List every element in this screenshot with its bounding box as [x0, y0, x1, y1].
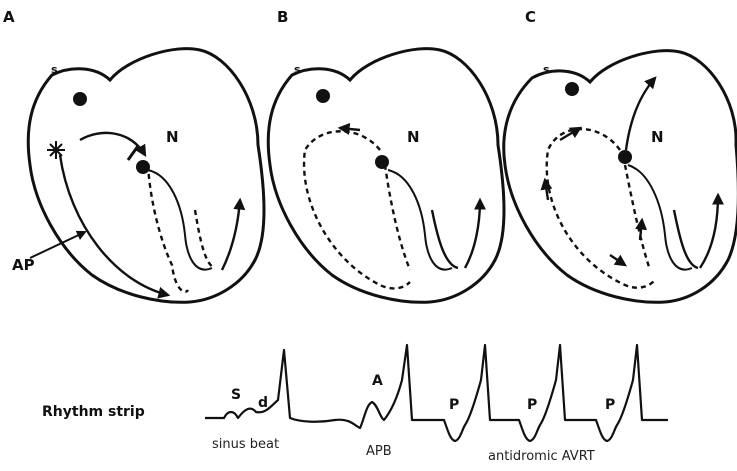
block-mark-a: [128, 146, 138, 160]
sinus-node-b: [316, 89, 330, 103]
sinus-node-a: [73, 92, 87, 106]
av-node-a: [136, 160, 150, 174]
sinus-node-c: [565, 82, 579, 96]
septum-c: [628, 165, 692, 270]
node-label-c: N: [651, 130, 664, 145]
node-label-b: N: [407, 130, 420, 145]
conduction-path-b: [304, 128, 480, 288]
rhythm-strip-title: Rhythm strip: [42, 405, 145, 419]
panel-label-a: A: [3, 10, 15, 25]
panel-label-b: B: [277, 10, 288, 25]
panel-label-c: C: [525, 10, 536, 25]
av-node-b: [375, 155, 389, 169]
sinus-label-b: s: [294, 64, 301, 75]
ectopic-focus-icon: [47, 141, 65, 159]
rhythm-strip-trace: [205, 345, 668, 441]
wave-label-a: A: [372, 374, 383, 388]
wave-label-s: S: [231, 388, 241, 402]
conduction-path-c: [545, 78, 718, 288]
caption-sinus-beat: sinus beat: [212, 438, 279, 451]
caption-apb: APB: [366, 445, 392, 458]
caption-antidromic-avrt: antidromic AVRT: [488, 450, 595, 463]
wave-label-p-2: P: [527, 398, 537, 412]
accessory-pathway-label: AP: [12, 258, 35, 273]
wave-label-p-3: P: [605, 398, 615, 412]
wave-label-p-1: P: [449, 398, 459, 412]
node-label-a: N: [166, 130, 179, 145]
wave-label-d: d: [258, 396, 268, 410]
septum-b: [388, 170, 452, 270]
sinus-label-a: s: [51, 64, 58, 75]
sinus-label-c: s: [543, 64, 550, 75]
av-node-c: [618, 150, 632, 164]
